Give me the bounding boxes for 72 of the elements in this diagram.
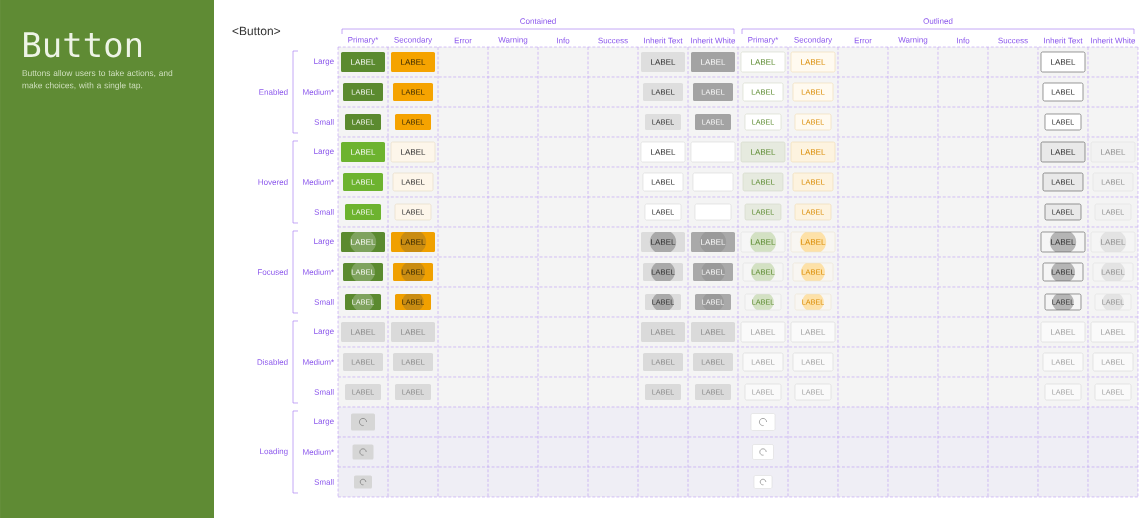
row-label: Small bbox=[314, 209, 334, 215]
column-label: Warning bbox=[898, 36, 928, 45]
button: LABEL bbox=[1040, 141, 1086, 163]
column-label: Info bbox=[957, 37, 970, 44]
button: LABEL bbox=[641, 322, 685, 342]
button: LABEL bbox=[641, 232, 685, 252]
column-group-label: Contained bbox=[520, 18, 556, 24]
button: LABEL bbox=[691, 232, 735, 252]
button: LABEL bbox=[1040, 231, 1086, 253]
column-label: Inherit Text bbox=[1044, 37, 1083, 44]
button: LABEL bbox=[391, 322, 435, 342]
row-label: Large bbox=[314, 418, 334, 426]
row-label: Large bbox=[314, 328, 334, 336]
column-label: Primary* bbox=[348, 36, 379, 45]
button: LABEL bbox=[1090, 141, 1136, 163]
button: LABEL bbox=[790, 231, 836, 253]
button: LABEL bbox=[740, 51, 786, 73]
row-label: Medium* bbox=[303, 89, 334, 95]
button: LABEL bbox=[1040, 321, 1086, 343]
button: LABEL bbox=[391, 52, 435, 72]
column-label: Error bbox=[454, 37, 472, 44]
button: LABEL bbox=[341, 52, 385, 72]
column-label: Secondary bbox=[394, 36, 433, 45]
column-label: Success bbox=[598, 37, 628, 44]
button bbox=[690, 141, 736, 163]
button: LABEL bbox=[1040, 51, 1086, 73]
column-label: Inherit White bbox=[1091, 37, 1136, 44]
row-label: Medium* bbox=[303, 449, 334, 455]
row-group-label: Enabled bbox=[259, 89, 288, 95]
column-label: Secondary bbox=[794, 36, 833, 45]
row-group-label: Loading bbox=[260, 448, 288, 456]
button: LABEL bbox=[740, 141, 786, 163]
row-label: Small bbox=[314, 299, 334, 305]
button: LABEL bbox=[391, 232, 435, 252]
column-label: Info bbox=[557, 37, 570, 44]
button: LABEL bbox=[740, 321, 786, 343]
button: LABEL bbox=[341, 142, 385, 162]
row-label: Large bbox=[314, 238, 334, 246]
column-label: Warning bbox=[498, 36, 528, 45]
column-label: Primary* bbox=[748, 36, 779, 45]
button: LABEL bbox=[390, 141, 436, 163]
button: LABEL bbox=[740, 231, 786, 253]
row-label: Large bbox=[314, 58, 334, 66]
row-label: Large bbox=[314, 148, 334, 156]
row-group-label: Hovered bbox=[258, 179, 288, 185]
row-label: Small bbox=[314, 119, 334, 125]
button: LABEL bbox=[790, 51, 836, 73]
component-name: <Button> bbox=[232, 26, 281, 36]
button: LABEL bbox=[1090, 321, 1136, 343]
button: LABEL bbox=[691, 52, 735, 72]
button: LABEL bbox=[790, 141, 836, 163]
column-label: Inherit White bbox=[691, 37, 736, 44]
row-label: Small bbox=[314, 389, 334, 395]
button: LABEL bbox=[640, 141, 686, 163]
row-label: Medium* bbox=[303, 269, 334, 275]
button: LABEL bbox=[790, 321, 836, 343]
column-group-label: Outlined bbox=[923, 18, 953, 24]
description-text: Buttons allow users to take actions, and make choices, with a single tap. bbox=[22, 69, 173, 90]
button: LABEL bbox=[341, 322, 385, 342]
button: LABEL bbox=[691, 322, 735, 342]
row-group-label: Disabled bbox=[257, 359, 288, 365]
button: LABEL bbox=[1090, 231, 1136, 253]
button: LABEL bbox=[641, 52, 685, 72]
column-label: Error bbox=[854, 37, 872, 44]
row-label: Small bbox=[314, 479, 334, 485]
column-label: Success bbox=[998, 37, 1028, 44]
row-group-label: Focused bbox=[258, 269, 288, 275]
row-label: Medium* bbox=[303, 359, 334, 365]
column-label: Inherit Text bbox=[644, 37, 683, 44]
row-label: Medium* bbox=[303, 179, 334, 185]
title: Button bbox=[24, 32, 142, 58]
button: LABEL bbox=[341, 232, 385, 252]
